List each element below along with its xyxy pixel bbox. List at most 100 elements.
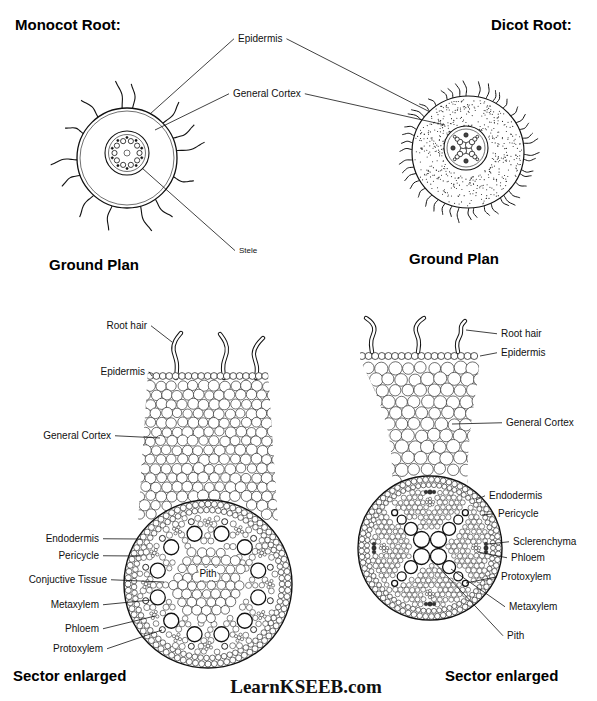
xylem-vessel (121, 139, 126, 144)
cortex-cell (370, 373, 383, 386)
parenchyma-cell (446, 582, 451, 587)
phloem-patch (126, 167, 128, 169)
endodermis-cell (180, 505, 186, 511)
conjunctive-tissue-cell (269, 554, 275, 560)
cortex-stipple (462, 100, 463, 101)
root-hair (62, 175, 80, 186)
pericycle-cell (483, 515, 488, 520)
cortex-stipple (426, 150, 427, 151)
cortex-stipple (449, 109, 450, 110)
leader-line (476, 496, 485, 500)
parenchyma-cell (384, 525, 389, 530)
pith-cell (212, 557, 221, 566)
cortex-stipple (453, 184, 454, 185)
metaxylem-vessel (150, 590, 165, 605)
endodermis-cell (452, 481, 458, 487)
endodermis-cell (163, 649, 169, 655)
part-label: General Cortex (42, 430, 112, 442)
cortex-stipple (480, 126, 481, 127)
pith-cell (183, 606, 193, 616)
cortex-stipple (438, 171, 439, 172)
cortex-stipple (428, 170, 429, 171)
cortex-stipple (439, 139, 440, 140)
endodermis-cell (372, 504, 378, 510)
pith-cell (178, 598, 186, 606)
cortex-stipple (450, 114, 451, 115)
parenchyma-cell (384, 573, 389, 578)
pericycle-cell (369, 569, 374, 574)
endodermis-cell (283, 600, 289, 606)
cortex-stipple (470, 179, 471, 180)
epidermis-cell (179, 373, 186, 380)
endodermis-cell (125, 581, 131, 587)
conjunctive-tissue-cell (230, 532, 236, 538)
pericycle-cell (138, 613, 144, 619)
pericycle-cell (431, 608, 436, 613)
cortex-cell (362, 451, 375, 464)
cortex-cell (162, 407, 173, 418)
cortex-stipple (457, 183, 458, 184)
parenchyma-cell (418, 515, 423, 520)
parenchyma-cell (412, 505, 417, 510)
cortex-stipple (451, 102, 452, 103)
endodermis-cell (493, 563, 499, 569)
endodermis-cell (411, 479, 417, 485)
cortex-stipple (421, 149, 422, 150)
pericycle-cell (132, 590, 138, 596)
epidermis-cell (444, 353, 451, 360)
pericycle-cell (192, 654, 198, 660)
endodermis-cell (359, 548, 365, 554)
root-hair (428, 99, 436, 106)
endodermis-cell (236, 507, 242, 513)
phloem-cell (263, 615, 266, 618)
root-hair (511, 107, 518, 116)
cortex-stipple (489, 169, 490, 170)
cortex-cell (141, 482, 151, 492)
cortex-stipple (497, 143, 498, 144)
xylem-vessel (397, 572, 406, 581)
root-hair (520, 173, 532, 176)
leader-line (286, 39, 430, 112)
cortex-cell (221, 473, 231, 483)
cortex-stipple (489, 105, 490, 106)
parenchyma-cell (435, 583, 440, 588)
leader-line (482, 514, 494, 515)
parenchyma-cell (449, 491, 454, 496)
parenchyma-cell (373, 563, 378, 568)
cortex-cell (241, 417, 251, 427)
leader-line (452, 423, 502, 424)
pericycle-cell (380, 504, 385, 509)
cortex-stipple (502, 146, 503, 147)
heading-label: Ground Plan (408, 250, 500, 267)
leader-line (451, 569, 505, 607)
phloem-patch (135, 164, 137, 166)
parenchyma-cell (404, 587, 409, 592)
root-hair (463, 81, 467, 96)
endodermis-cell (284, 594, 290, 600)
cortex-stipple (498, 114, 499, 115)
cortex-stipple (431, 165, 432, 166)
epidermis-cell (359, 353, 366, 360)
endodermis-cell (285, 575, 291, 581)
cortex-stipple (421, 132, 422, 133)
parenchyma-cell (474, 534, 479, 539)
pericycle-cell (277, 599, 283, 605)
parenchyma-cell (468, 534, 473, 539)
pericycle-cell (396, 600, 401, 605)
cortex-cell (382, 395, 395, 408)
cortex-stipple (469, 108, 470, 109)
cortex-stipple (482, 187, 483, 188)
parenchyma-cell (387, 558, 392, 563)
cortex-stipple (432, 161, 433, 162)
protoxylem-vessel (143, 564, 149, 570)
cortex-stipple (509, 142, 510, 143)
leader-line (305, 94, 445, 125)
cortex-stipple (506, 131, 507, 132)
root-hair (522, 133, 532, 138)
endodermis-cell (400, 608, 406, 614)
cortex-stipple (508, 169, 509, 170)
cortex-stipple (441, 175, 442, 176)
phloem-patch (477, 146, 481, 150)
cortex-stipple (517, 156, 518, 157)
parenchyma-cell (427, 519, 432, 524)
